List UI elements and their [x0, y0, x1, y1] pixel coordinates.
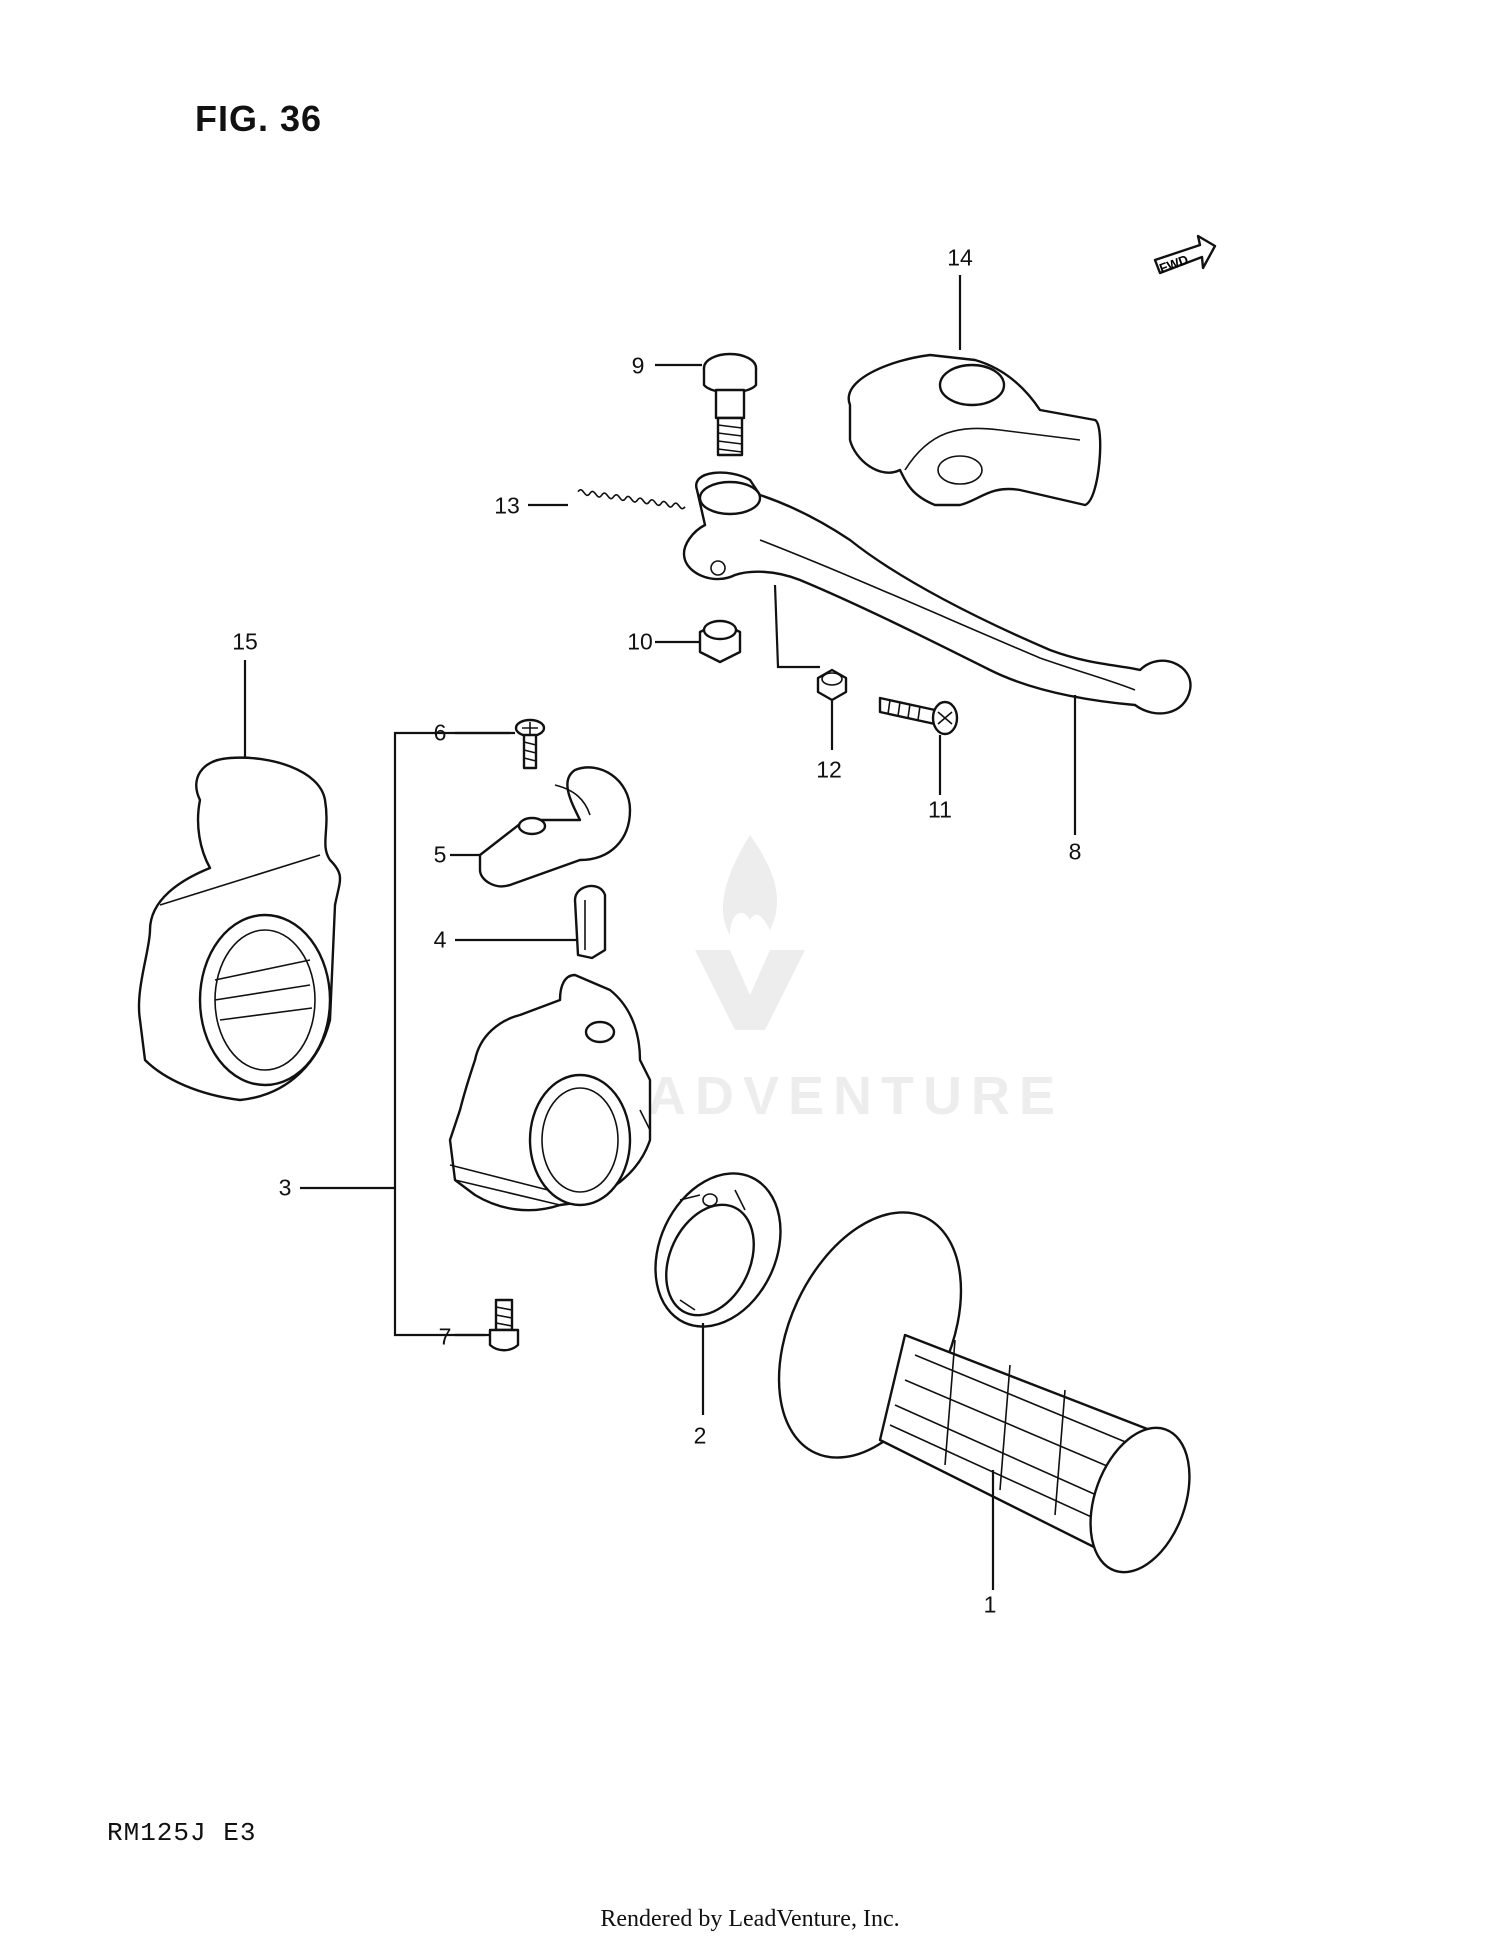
forward-marker-text: FWD [1157, 252, 1190, 276]
figure-title: FIG. 36 [195, 98, 323, 139]
callout-10: 10 [627, 628, 653, 655]
callout-2: 2 [693, 1422, 707, 1449]
callout-7: 7 [438, 1323, 452, 1350]
part-8-clutch-lever [682, 471, 1192, 715]
part-12-small-nut [816, 668, 848, 702]
model-code: RM125J E3 [107, 1818, 257, 1848]
callout-1: 1 [983, 1591, 997, 1618]
part-13-spring [577, 489, 686, 510]
leader-bracket-3 [393, 731, 510, 1337]
part-3-lever-holder [448, 973, 652, 1212]
leader-12 [773, 584, 820, 669]
part-10-nut [698, 619, 742, 664]
callout-9: 9 [631, 352, 645, 379]
footer-credit: Rendered by LeadVenture, Inc. [600, 1906, 900, 1932]
part-11-screw [878, 696, 959, 736]
leader-lines [243, 275, 1077, 1590]
part-9-pivot-bolt [702, 352, 758, 457]
part-15-lever-boot [137, 756, 342, 1102]
part-2-collar [654, 1172, 782, 1328]
callout-8: 8 [1068, 838, 1082, 865]
callout-11: 11 [928, 796, 952, 823]
part-7-screw [488, 1298, 520, 1352]
callout-3: 3 [278, 1174, 292, 1201]
forward-marker: FWD [1153, 234, 1217, 276]
callout-4: 4 [433, 926, 447, 953]
part-14-bracket-cover [847, 353, 1102, 507]
part-6-screw [514, 718, 546, 770]
callout-13: 13 [494, 492, 520, 519]
part-4-cable-holder [573, 884, 607, 960]
callout-15: 15 [232, 628, 258, 655]
callout-12: 12 [816, 756, 842, 783]
callout-14: 14 [947, 244, 973, 271]
part-5-clamp-plate [478, 766, 632, 888]
part-1-grip [777, 1211, 1191, 1574]
callout-6: 6 [433, 719, 447, 746]
callout-5: 5 [433, 841, 447, 868]
